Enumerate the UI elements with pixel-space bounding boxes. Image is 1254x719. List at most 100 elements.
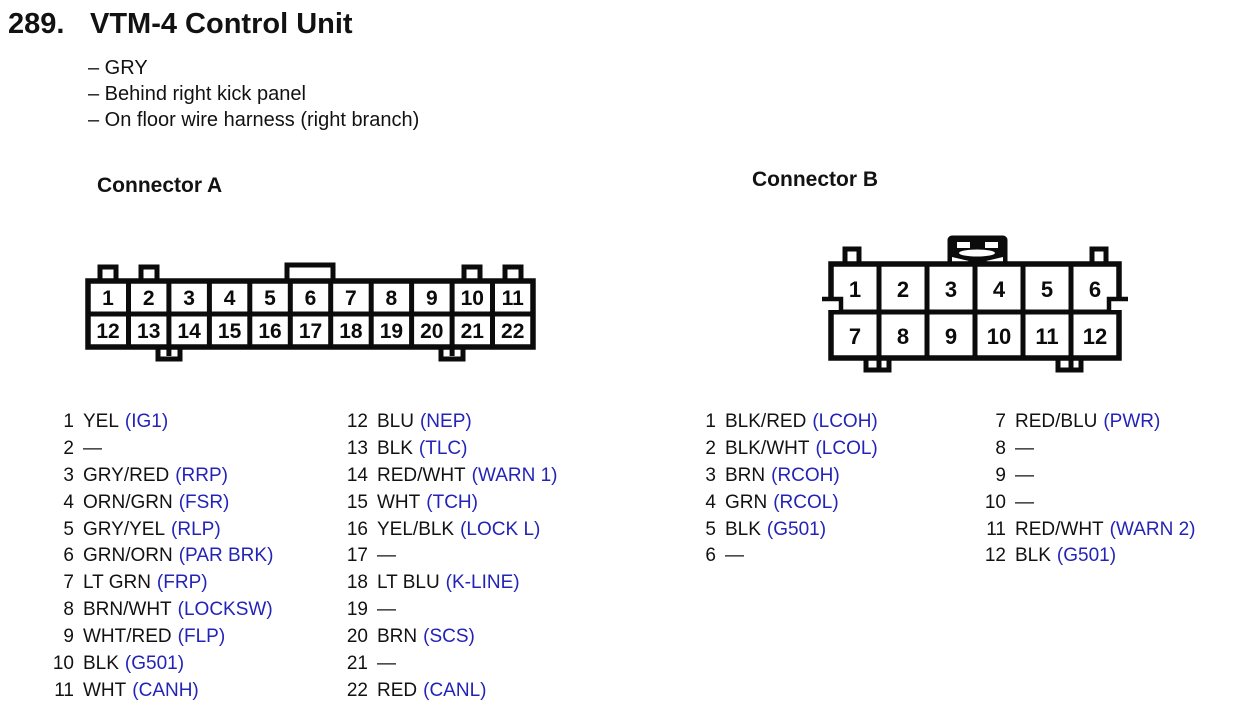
- pin-number: 5: [705, 518, 716, 540]
- pin-row: 21 —: [328, 651, 558, 678]
- side-notches: [822, 296, 1128, 311]
- signal-name: (WARN 2): [1109, 518, 1196, 540]
- pin-cell-number: 10: [987, 324, 1011, 349]
- signal-name: (RLP): [171, 518, 221, 540]
- pin-number: 9: [995, 464, 1006, 486]
- pin-row: 9—: [966, 463, 1196, 490]
- pin-cell-number: 12: [1083, 324, 1107, 349]
- signal-name: (RCOL): [773, 491, 839, 513]
- wire-color: GRN: [725, 491, 768, 513]
- wire-color: RED: [377, 679, 418, 701]
- section-number: 289.: [8, 8, 65, 40]
- wire-color: YEL/BLK: [377, 518, 455, 540]
- pin-cell-number: 1: [102, 287, 114, 310]
- signal-name: (G501): [124, 653, 185, 675]
- pin-row: 4 GRN(RCOL): [676, 490, 878, 517]
- pin-number: 9: [63, 626, 74, 648]
- wire-color: WHT: [377, 491, 421, 513]
- wire-color: ORN/GRN: [83, 491, 173, 513]
- pin-row: 22 RED(CANL): [328, 678, 558, 705]
- signal-name: (G501): [766, 518, 827, 540]
- signal-name: (LCOH): [812, 411, 878, 432]
- pin-number: 1: [63, 411, 74, 432]
- wire-color: BLU: [377, 411, 414, 432]
- pin-number: 3: [63, 464, 74, 486]
- signal-name: (TCH): [426, 491, 478, 513]
- note-item: – On floor wire harness (right branch): [88, 109, 420, 131]
- pin-number: 1: [705, 411, 716, 432]
- page-title: VTM-4 Control Unit: [90, 8, 353, 40]
- pin-row: 2—: [34, 436, 273, 463]
- wire-color: LT BLU: [377, 572, 440, 594]
- signal-name: (CANL): [423, 679, 487, 701]
- pin-number: 12: [346, 411, 368, 432]
- pin-cell-number: 2: [143, 287, 155, 310]
- signal-name: (FSR): [178, 491, 230, 513]
- wire-color: GRY/YEL: [83, 518, 166, 540]
- wire-color: BRN: [725, 464, 766, 486]
- wire-color: —: [1015, 464, 1034, 486]
- pin-cell-number: 9: [426, 287, 438, 310]
- signal-name: (WARN 1): [471, 464, 558, 486]
- connector-a-title: Connector A: [97, 174, 223, 197]
- pin-cell-number: 20: [420, 320, 443, 343]
- pin-cell-number: 6: [1089, 277, 1101, 302]
- wire-color: BLK: [83, 653, 119, 675]
- pin-cell-number: 16: [258, 320, 281, 343]
- wire-color: GRN/ORN: [83, 545, 173, 567]
- signal-name: (TLC): [418, 437, 468, 459]
- pin-number: 19: [346, 599, 368, 621]
- pin-cell-number: 5: [264, 287, 276, 310]
- pin-row: 10—: [966, 490, 1196, 517]
- pin-cell-number: 3: [183, 287, 195, 310]
- pin-cell-number: 7: [849, 324, 861, 349]
- connector-a-diagram: 1 2 3 4 5 6 7 8 9 10 11 12 13 14 15 16 1…: [85, 262, 536, 362]
- signal-name: (G501): [1056, 545, 1117, 567]
- pin-cell-number: 14: [177, 320, 201, 343]
- pin-number: 2: [705, 437, 716, 459]
- pin-cell-number: 3: [945, 277, 957, 302]
- pin-number: 18: [346, 572, 368, 594]
- pin-number: 21: [346, 653, 368, 675]
- pin-number: 8: [63, 599, 74, 621]
- pin-numbers: 1 2 3 4 5 6 7 8 9 10 11 12: [849, 277, 1107, 349]
- pin-number: 12: [984, 545, 1006, 567]
- pin-row: 6—: [676, 543, 878, 570]
- wire-color: RED/WHT: [1015, 518, 1104, 540]
- signal-name: (SCS): [423, 626, 475, 648]
- wire-color: BRN: [377, 626, 418, 648]
- wire-color: —: [83, 437, 102, 459]
- pin-row: 13 BLK(TLC): [328, 436, 558, 463]
- wire-color: BLK: [377, 437, 413, 459]
- pin-number: 11: [54, 679, 74, 701]
- pin-cell-number: 7: [345, 287, 357, 310]
- pin-number: 13: [346, 437, 368, 459]
- wire-color: —: [377, 653, 396, 675]
- signal-name: (FRP): [156, 572, 208, 594]
- wire-color: LT GRN: [83, 572, 151, 594]
- pin-number: 4: [705, 491, 716, 513]
- pin-cell-number: 4: [224, 287, 236, 310]
- pin-cell-number: 19: [380, 320, 403, 343]
- pin-number: 22: [346, 679, 368, 701]
- wire-color: BLK/WHT: [725, 437, 810, 459]
- pin-cell-number: 8: [897, 324, 909, 349]
- pin-number: 3: [705, 464, 716, 486]
- pin-cell-number: 11: [502, 287, 525, 310]
- connector-b-diagram: 1 2 3 4 5 6 7 8 9 10 11 12: [822, 235, 1128, 373]
